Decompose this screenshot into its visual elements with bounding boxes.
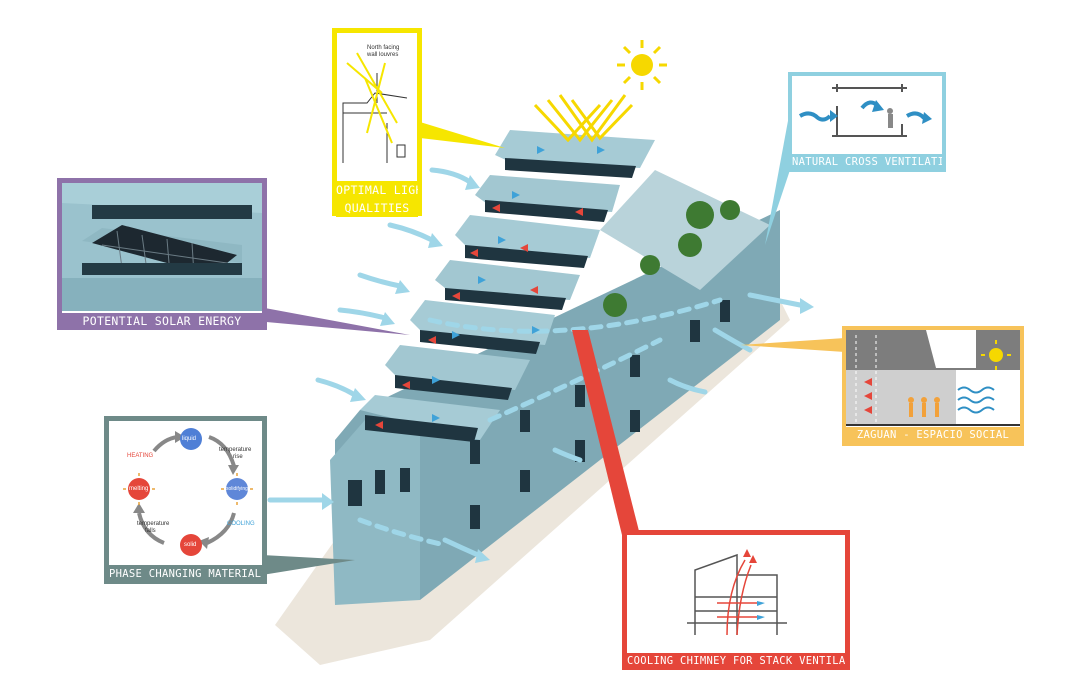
zaguan-callout: ZAGUAN - ESPACIO SOCIAL xyxy=(842,326,1024,446)
solar-connector xyxy=(222,300,410,335)
ventilation-arrowheads xyxy=(322,175,814,563)
plants xyxy=(603,200,740,317)
light-callout: North facing wall louvres OPTIMAL LIGHT … xyxy=(332,28,422,217)
zaguan-sketch xyxy=(846,330,1020,426)
solar-label: POTENTIAL SOLAR ENERGY xyxy=(62,313,262,330)
ventilation-arrows xyxy=(267,167,803,558)
pcm-solid-label: solid xyxy=(184,542,197,548)
chimney-sketch xyxy=(687,549,787,636)
light-section-sketch xyxy=(342,52,408,163)
zaguan-label: ZAGUAN - ESPACIO SOCIAL xyxy=(846,427,1020,442)
light-label: OPTIMAL LIGHT QUALITIES xyxy=(336,181,418,217)
pcm-cooling-label: COOLING xyxy=(227,521,255,527)
facade-windows xyxy=(348,300,730,529)
light-note: North facing wall louvres xyxy=(367,45,400,58)
chimney-connector xyxy=(572,330,640,535)
ventilation-label: NATURAL CROSS VENTILATION xyxy=(792,154,942,170)
zaguan-connector xyxy=(740,338,845,352)
chimney-callout: COOLING CHIMNEY FOR STACK VENTILATION xyxy=(622,530,850,670)
solar-panel-sketch xyxy=(62,183,262,311)
pcm-melting-label: melting xyxy=(129,486,149,492)
building-facade xyxy=(335,210,780,600)
solar-callout: POTENTIAL SOLAR ENERGY xyxy=(57,178,267,330)
pcm-solidifying-label: solidifying xyxy=(226,486,248,492)
courtyard xyxy=(600,170,770,290)
ventilation-callout: NATURAL CROSS VENTILATION xyxy=(788,72,946,172)
pcm-temp-fall-label: temperature falls xyxy=(137,521,170,534)
light-connector xyxy=(420,122,505,148)
pcm-temp-rise-label: temperature rise xyxy=(219,447,252,460)
chimney-label: COOLING CHIMNEY FOR STACK VENTILATION xyxy=(627,653,845,670)
ventilation-connector xyxy=(765,110,790,245)
terraces xyxy=(360,130,655,440)
pcm-heating-label: HEATING xyxy=(127,453,154,459)
pcm-label: PHASE CHANGING MATERIALS xyxy=(109,565,262,584)
window-bands xyxy=(365,158,636,442)
pcm-connector xyxy=(262,555,355,575)
building-end-face xyxy=(330,420,420,605)
pcm-cycle xyxy=(123,428,253,556)
pcm-liquid-label: liquid xyxy=(182,436,197,442)
ventilation-sketch xyxy=(798,84,932,137)
pcm-callout: liquid solidifying solid melting HEATING… xyxy=(104,416,267,584)
sun-rays xyxy=(533,94,634,143)
sun-icon xyxy=(617,40,667,90)
